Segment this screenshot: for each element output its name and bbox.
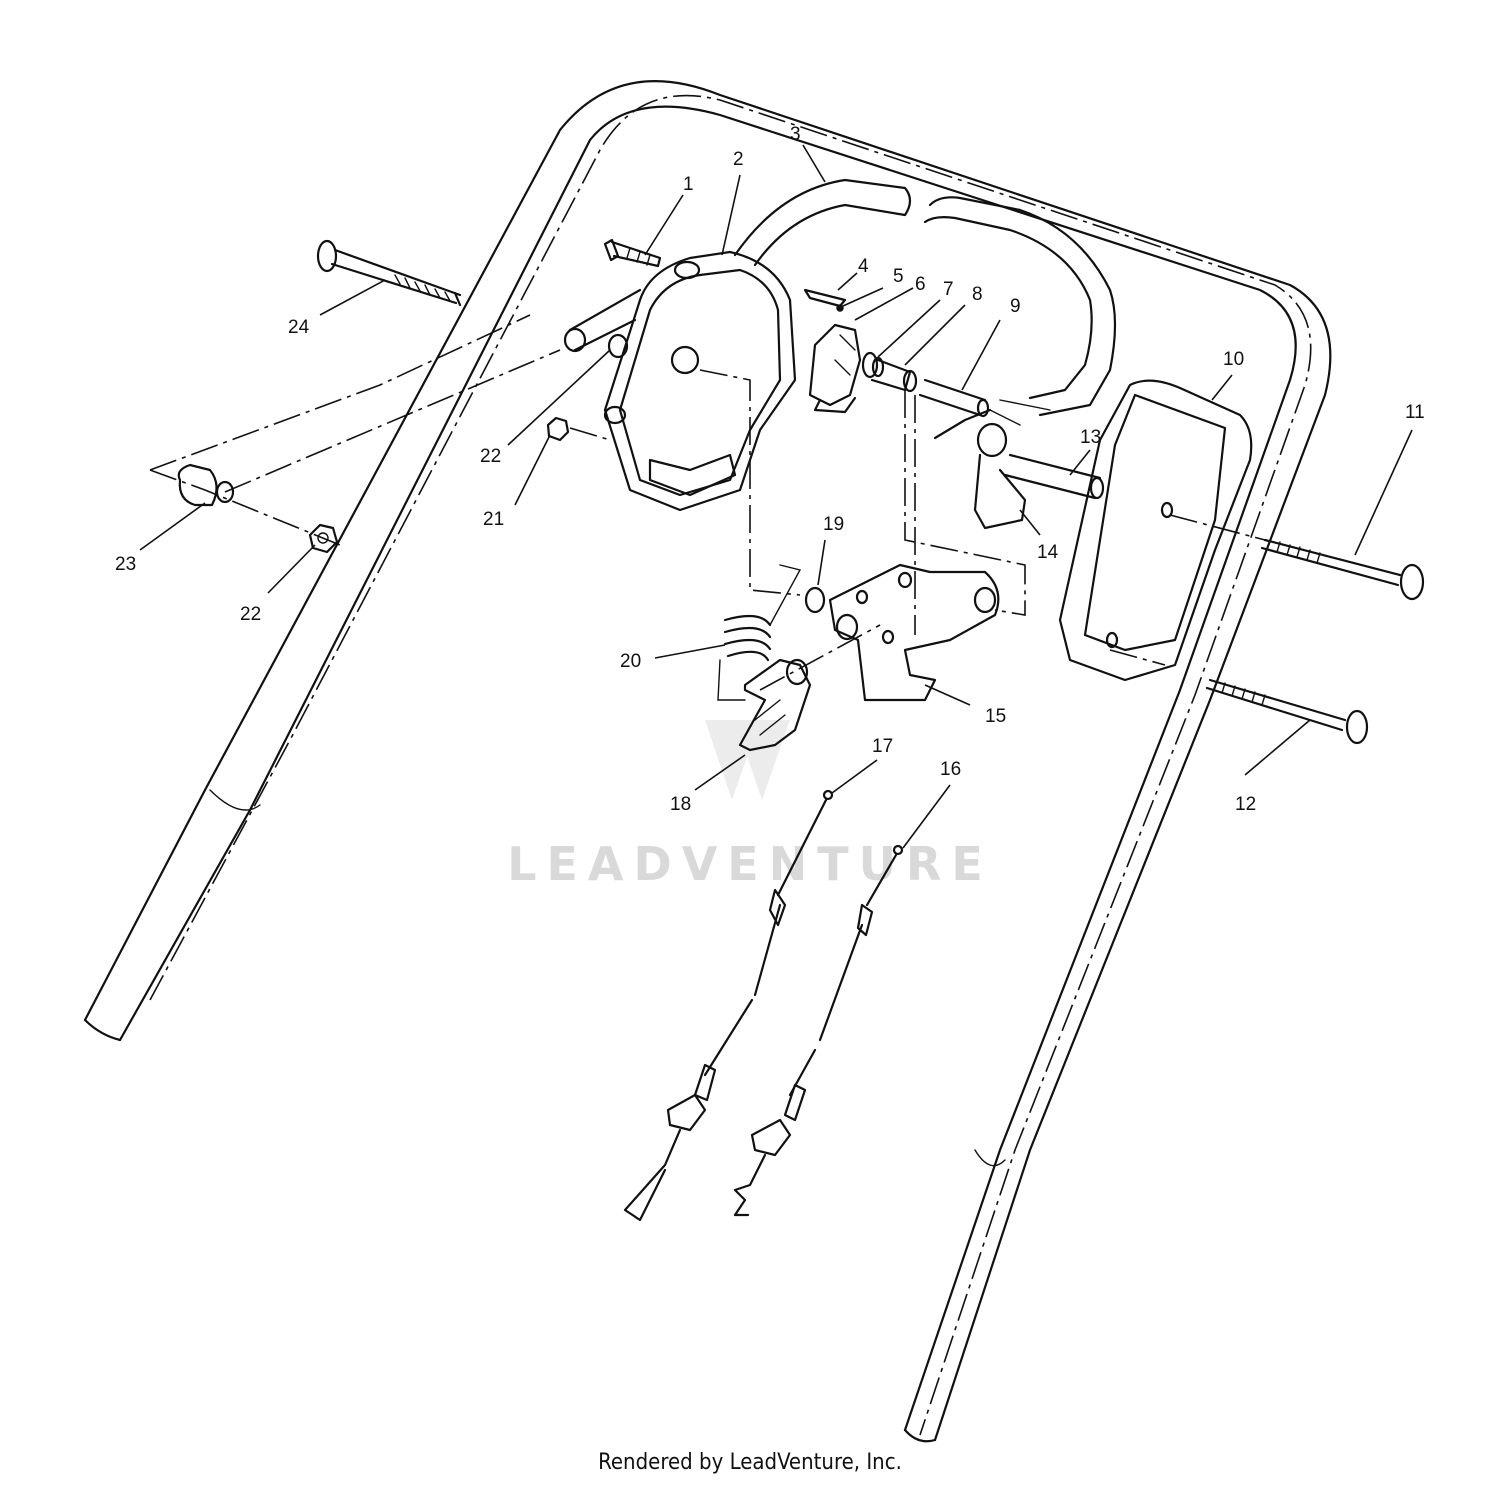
part-9-shaft <box>918 378 990 418</box>
part-22-nut-upper <box>607 333 629 359</box>
watermark-text: LEADVENTURE <box>507 837 993 891</box>
part-20-spring <box>717 564 802 701</box>
part-14-lever <box>933 408 1027 530</box>
callout-24: 24 <box>288 317 310 338</box>
callout-16: 16 <box>940 759 961 780</box>
callout-9: 9 <box>1010 296 1021 317</box>
part-15-bracket <box>828 563 1000 702</box>
part-12-bolt <box>1205 678 1369 745</box>
part-3-bail <box>733 178 1117 426</box>
part-18-lever <box>738 658 812 752</box>
render-credit: Rendered by LeadVenture, Inc. <box>598 1450 902 1475</box>
callout-22-upper: 22 <box>480 446 501 467</box>
part-21-nut <box>546 416 570 442</box>
callout-18: 18 <box>670 794 691 815</box>
callout-2: 2 <box>733 149 744 170</box>
watermark-logo: LEADVENTURE <box>507 720 993 891</box>
callout-22-lower: 22 <box>240 604 261 625</box>
callout-12: 12 <box>1235 794 1256 815</box>
callout-1: 1 <box>683 174 694 195</box>
handle-tube <box>83 79 1332 1443</box>
part-7-spring <box>861 351 885 379</box>
leader-lines <box>139 144 1413 849</box>
callout-15: 15 <box>985 706 1006 727</box>
part-4-clip <box>803 288 847 308</box>
part-23-spacer <box>177 463 235 507</box>
callout-10: 10 <box>1223 349 1244 370</box>
callout-14: 14 <box>1037 542 1059 563</box>
part-2-housing <box>563 250 797 512</box>
part-19-washer <box>804 586 826 614</box>
part-1-bolt <box>603 238 662 268</box>
callout-11: 11 <box>1405 402 1425 423</box>
callout-6: 6 <box>915 274 926 295</box>
part-8-bushing <box>870 358 918 393</box>
callout-23: 23 <box>115 554 136 575</box>
part-11-bolt <box>1260 538 1425 601</box>
callout-4: 4 <box>858 256 869 277</box>
part-16-cable <box>733 844 904 1217</box>
callout-labels: 1 2 3 4 5 6 7 8 9 10 11 12 13 14 15 16 1… <box>115 124 1425 815</box>
callout-7: 7 <box>943 279 954 300</box>
callout-17: 17 <box>872 736 893 757</box>
part-6-cam <box>808 323 862 414</box>
callout-5: 5 <box>893 266 904 287</box>
part-13-pin <box>1003 453 1105 500</box>
part-5-washer <box>836 304 844 312</box>
part-24-bolt <box>316 239 462 307</box>
callout-21: 21 <box>483 509 504 530</box>
callout-8: 8 <box>972 284 983 305</box>
callout-13: 13 <box>1080 427 1101 448</box>
callout-3: 3 <box>790 124 801 145</box>
assembly-centerlines <box>149 314 1266 691</box>
callout-20: 20 <box>620 651 641 672</box>
part-10-cover <box>1058 379 1253 682</box>
callout-19: 19 <box>823 514 844 535</box>
part-17-cable <box>623 789 834 1222</box>
